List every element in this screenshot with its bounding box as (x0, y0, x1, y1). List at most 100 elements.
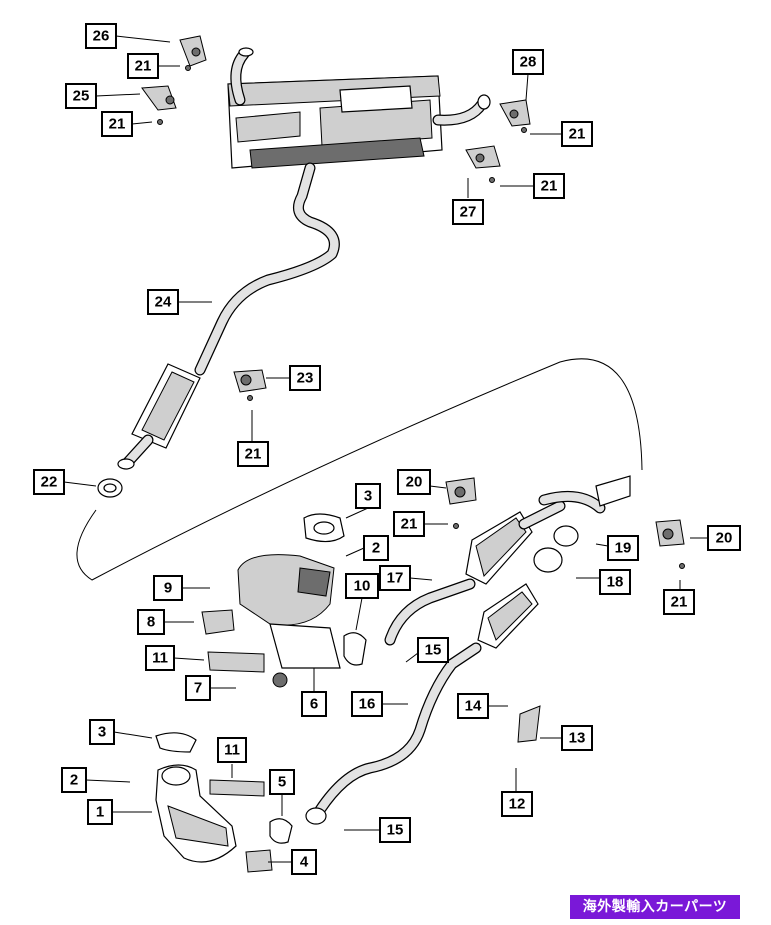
svg-text:9: 9 (164, 580, 172, 597)
svg-text:5: 5 (278, 774, 286, 791)
svg-text:7: 7 (194, 680, 202, 697)
svg-text:3: 3 (98, 724, 106, 741)
svg-text:15: 15 (387, 822, 404, 839)
hanger-bracket-25 (141, 85, 177, 111)
callout-22: 22 (33, 469, 65, 495)
callout-14: 14 (457, 693, 489, 719)
svg-text:27: 27 (460, 204, 477, 221)
svg-text:2: 2 (372, 540, 380, 557)
callout-2: 2 (61, 767, 87, 793)
svg-text:21: 21 (569, 126, 586, 143)
callout-21: 21 (533, 173, 565, 199)
callout-24: 24 (147, 289, 179, 315)
front-pipe-16 (305, 583, 539, 825)
callout-12: 12 (501, 791, 533, 817)
gasket-3-lower (155, 732, 197, 753)
clamp-22 (97, 478, 123, 498)
callout-21: 21 (561, 121, 593, 147)
callout-21: 21 (237, 441, 269, 467)
hanger-bracket-27 (465, 145, 501, 169)
callout-7: 7 (185, 675, 211, 701)
crossover-pipe-18 (533, 475, 631, 573)
callout-26: 26 (85, 23, 117, 49)
callout-4: 4 (291, 849, 317, 875)
callout-3: 3 (89, 719, 115, 745)
svg-text:26: 26 (93, 28, 110, 45)
callout-19: 19 (607, 535, 639, 561)
intermediate-pipe-24 (117, 162, 340, 470)
callout-13: 13 (561, 725, 593, 751)
callout-21: 21 (663, 589, 695, 615)
svg-text:4: 4 (300, 854, 309, 871)
bolt-icons (157, 65, 685, 569)
svg-text:16: 16 (359, 696, 376, 713)
leader-lines (63, 35, 708, 863)
svg-text:18: 18 (607, 574, 624, 591)
callout-28: 28 (512, 49, 544, 75)
svg-text:6: 6 (310, 696, 318, 713)
svg-text:21: 21 (245, 446, 262, 463)
svg-text:11: 11 (224, 742, 240, 759)
svg-text:19: 19 (615, 540, 632, 557)
callout-15: 15 (379, 817, 411, 843)
svg-text:28: 28 (520, 54, 537, 71)
catalytic-converter-1 (155, 764, 237, 863)
callout-20: 20 (397, 469, 431, 495)
assembly-outline (76, 358, 643, 581)
svg-text:3: 3 (364, 488, 372, 505)
svg-text:20: 20 (716, 530, 733, 547)
callout-16: 16 (351, 691, 383, 717)
callout-3: 3 (355, 483, 381, 509)
gasket-3-upper (303, 513, 345, 543)
callout-1: 1 (87, 799, 113, 825)
callout-21: 21 (101, 111, 133, 137)
hanger-bracket-26 (179, 35, 207, 67)
svg-text:2: 2 (70, 772, 78, 789)
exhaust-manifold-6 (237, 554, 341, 688)
hanger-bracket-28 (499, 99, 531, 127)
bracket-4 (245, 849, 273, 873)
svg-text:17: 17 (387, 570, 404, 587)
svg-text:12: 12 (509, 796, 526, 813)
hanger-20-upper (445, 477, 477, 505)
callout-21: 21 (393, 511, 425, 537)
svg-text:1: 1 (96, 804, 104, 821)
callout-8: 8 (137, 609, 165, 635)
svg-text:23: 23 (297, 370, 314, 387)
heat-shield-11-lower (209, 779, 265, 797)
muffler-assembly (227, 47, 491, 169)
callout-11: 11 (217, 737, 247, 763)
hanger-20-right (655, 519, 685, 547)
callout-27: 27 (452, 199, 484, 225)
front-pipe-17 (384, 500, 566, 646)
callout-6: 6 (301, 691, 327, 717)
callout-10: 10 (345, 573, 379, 599)
callout-11: 11 (145, 645, 175, 671)
svg-text:21: 21 (109, 116, 126, 133)
callout-9: 9 (153, 575, 183, 601)
svg-text:21: 21 (541, 178, 558, 195)
callout-17: 17 (379, 565, 411, 591)
svg-text:24: 24 (155, 294, 172, 311)
gasket-5 (269, 818, 293, 844)
svg-text:20: 20 (406, 474, 423, 491)
callout-21: 21 (127, 53, 159, 79)
heat-shield-11-upper (207, 651, 265, 673)
svg-text:14: 14 (465, 698, 482, 715)
svg-text:10: 10 (354, 578, 371, 595)
hanger-23 (233, 369, 267, 393)
svg-text:21: 21 (401, 516, 418, 533)
callout-20: 20 (707, 525, 741, 551)
callout-18: 18 (599, 569, 631, 595)
bracket-8 (201, 609, 235, 635)
callout-5: 5 (269, 769, 295, 795)
bracket-13 (517, 705, 541, 743)
gasket-10 (343, 632, 367, 666)
svg-text:13: 13 (569, 730, 586, 747)
callout-2: 2 (363, 535, 389, 561)
svg-text:8: 8 (147, 614, 155, 631)
callout-15: 15 (417, 637, 449, 663)
svg-text:15: 15 (425, 642, 442, 659)
callout-25: 25 (65, 83, 97, 109)
svg-text:25: 25 (73, 88, 90, 105)
